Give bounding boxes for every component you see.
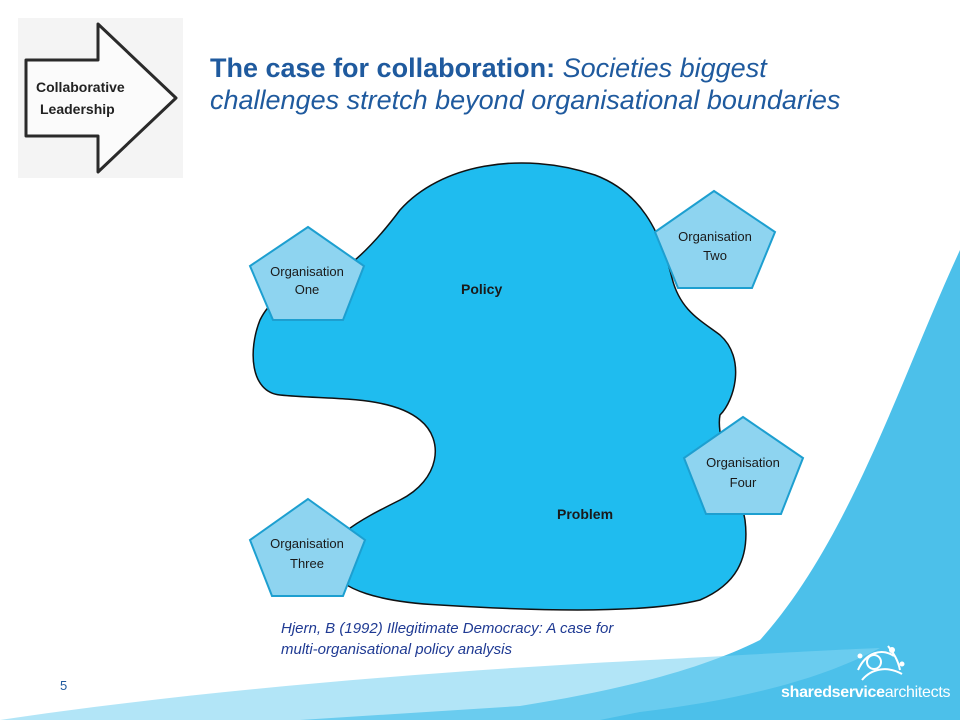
title-bold: The case for collaboration: (210, 53, 556, 83)
organisation-two: Organisation Two (653, 189, 777, 289)
collaborative-leadership-badge: Collaborative Leadership (18, 18, 183, 178)
brand-part1: sharedservice (781, 684, 885, 701)
organisation-one: Organisation One (248, 225, 366, 321)
page-number: 5 (60, 678, 68, 693)
policy-label: Policy (461, 281, 502, 297)
badge-line1: Collaborative (36, 79, 125, 95)
org-label-line1: Organisation (706, 455, 780, 470)
org-label-line2: Three (290, 556, 324, 571)
org-label-line2: Four (730, 475, 757, 490)
org-label-line1: Organisation (270, 536, 344, 551)
badge-line2: Leadership (40, 101, 115, 117)
citation-line2: multi-organisational policy analysis (281, 641, 512, 658)
citation: Hjern, B (1992) Illegitimate Democracy: … (281, 618, 721, 660)
org-label-line1: Organisation (270, 264, 344, 279)
citation-line1: Hjern, B (1992) Illegitimate Democracy: … (281, 620, 614, 637)
organisation-four: Organisation Four (682, 415, 805, 515)
swoosh-light-band (0, 648, 880, 720)
org-label-line2: Two (703, 248, 727, 263)
org-label-line1: Organisation (678, 229, 752, 244)
brand-name: sharedservicearchitects (781, 684, 951, 702)
organisation-three: Organisation Three (248, 497, 367, 597)
title-italic: Societies biggest challenges stretch bey… (210, 53, 841, 115)
problem-blob (252, 162, 747, 611)
org-label-line2: One (295, 282, 320, 297)
arrow-right-icon (24, 22, 178, 174)
problem-label: Problem (557, 506, 613, 522)
swoosh-shape (300, 250, 960, 720)
slide-title: The case for collaboration: Societies bi… (210, 52, 900, 148)
brand-part2: architects (884, 684, 951, 701)
brand-logo-icon (857, 645, 905, 681)
